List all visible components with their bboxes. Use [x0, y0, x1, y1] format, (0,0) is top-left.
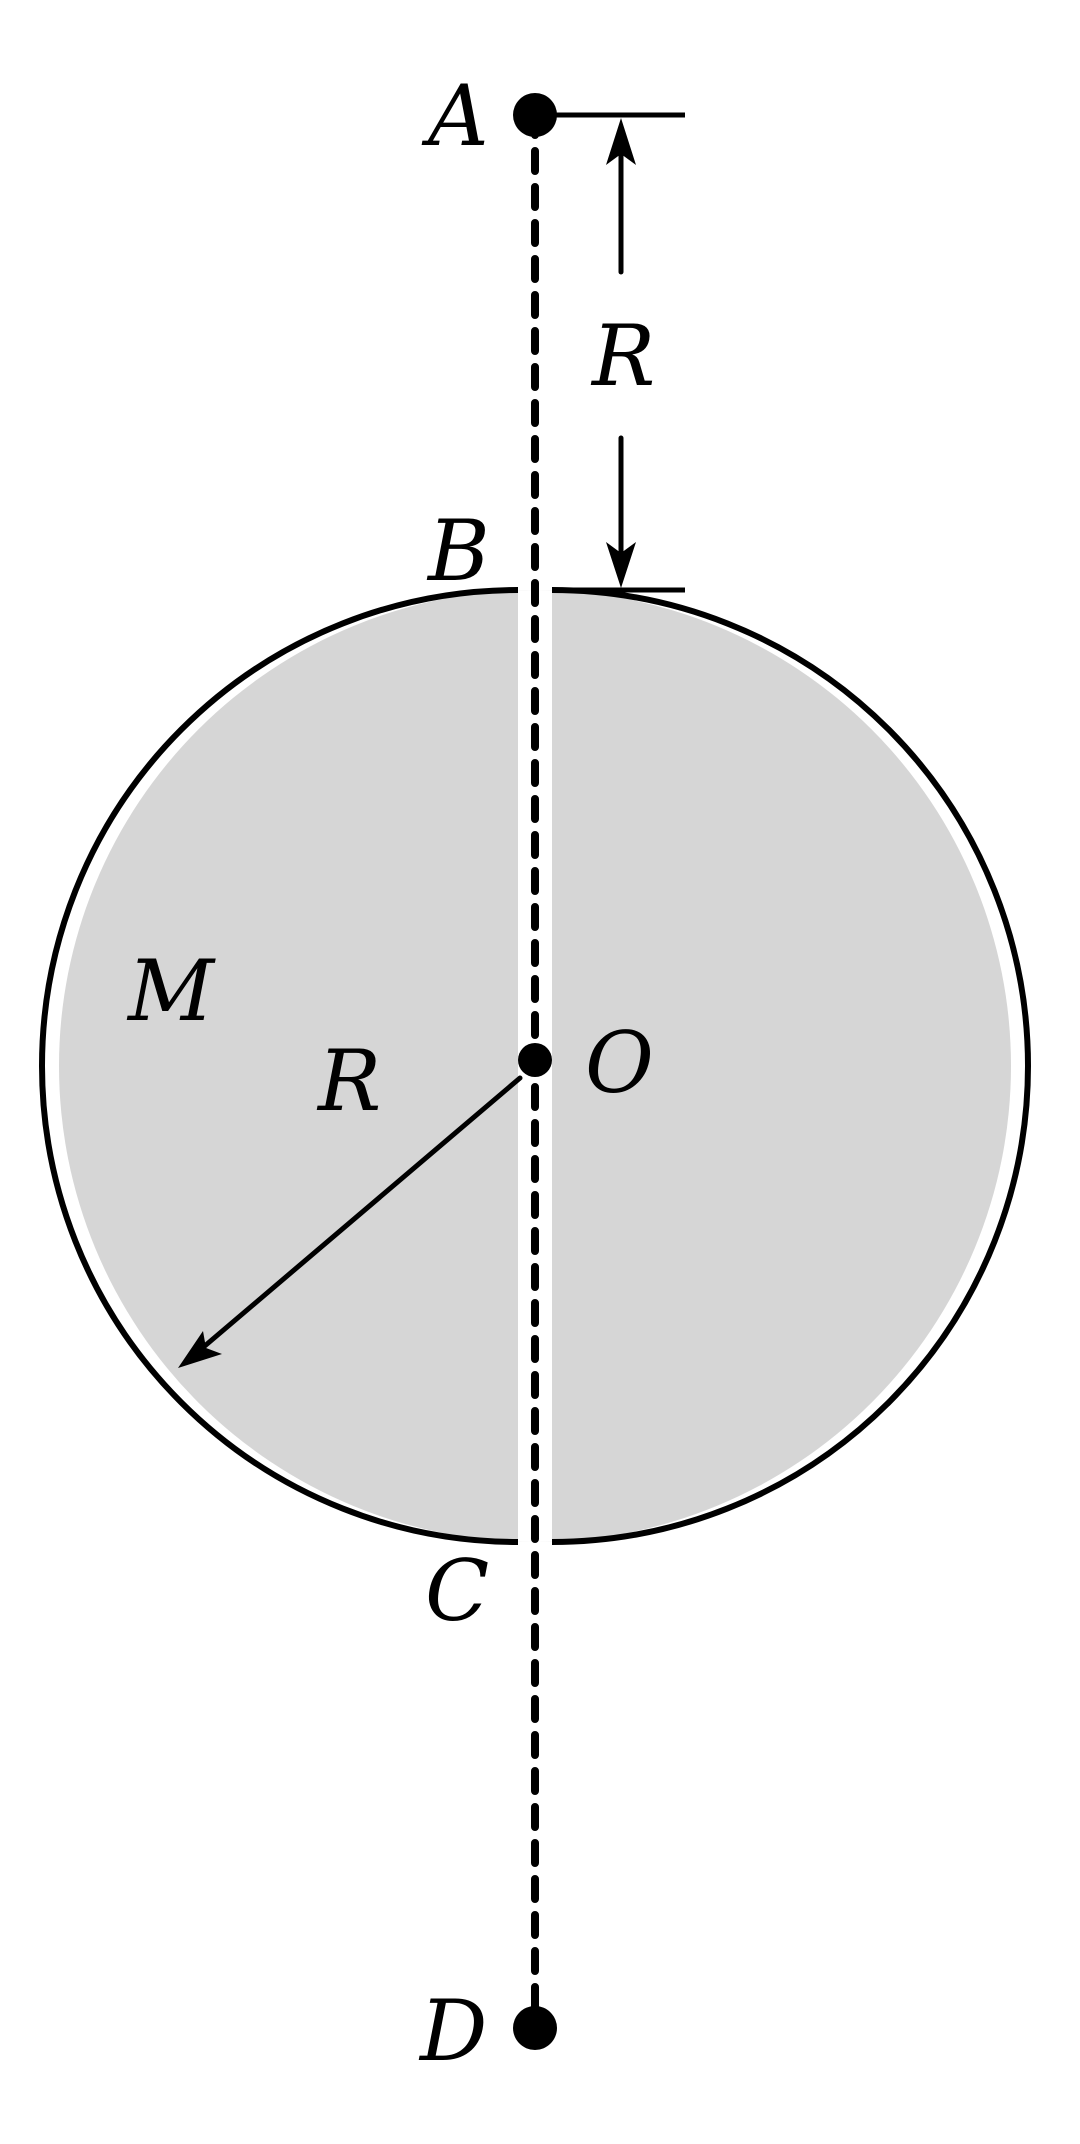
radius-arrow [178, 1075, 523, 1368]
dimension-r [552, 112, 685, 593]
dimension-arrow-up-head [606, 118, 636, 165]
point-a [513, 93, 557, 137]
label-m: M [126, 942, 216, 1040]
point-d [513, 2006, 557, 2050]
label-b: B [426, 502, 490, 600]
label-r-radius: R [316, 1032, 381, 1130]
label-d: D [418, 1982, 487, 2080]
radius-arrow-shaft [197, 1075, 523, 1353]
label-r-dimension: R [590, 307, 655, 405]
point-o [518, 1043, 552, 1077]
sphere-outline-left [39, 587, 519, 1545]
sphere-outline-right [551, 587, 1031, 1545]
dimension-arrow-down-head [606, 542, 636, 588]
label-a: A [421, 67, 489, 165]
label-c: C [425, 1542, 489, 1640]
radius-arrow-head [178, 1331, 222, 1368]
label-o: O [585, 1014, 654, 1112]
